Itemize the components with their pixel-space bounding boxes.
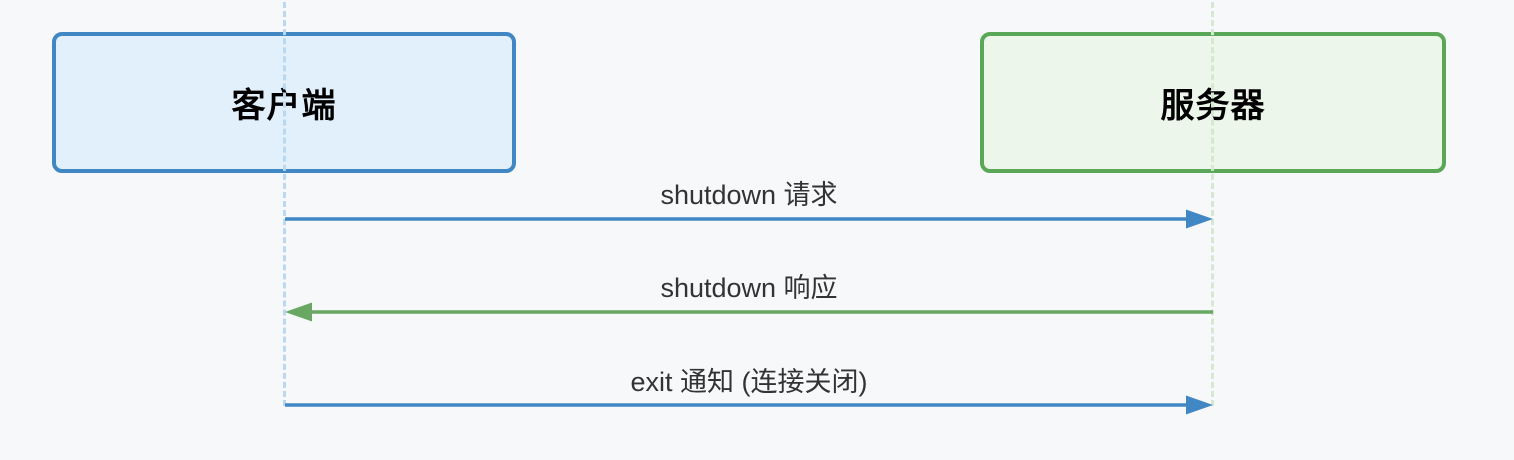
server-lifeline — [1211, 2, 1214, 406]
arrowhead-right-icon — [1186, 209, 1213, 229]
arrowhead-right-icon — [1186, 395, 1213, 415]
message-1-label: shutdown 请求 — [660, 180, 838, 210]
message-2-label: shutdown 响应 — [660, 273, 838, 303]
message-2-arrow — [285, 302, 1213, 322]
message-3-arrow — [285, 395, 1213, 415]
client-lifeline — [283, 2, 286, 406]
message-1-arrow — [285, 209, 1213, 229]
message-3-label: exit 通知 (连接关闭) — [630, 367, 868, 397]
arrowhead-left-icon — [285, 302, 312, 322]
